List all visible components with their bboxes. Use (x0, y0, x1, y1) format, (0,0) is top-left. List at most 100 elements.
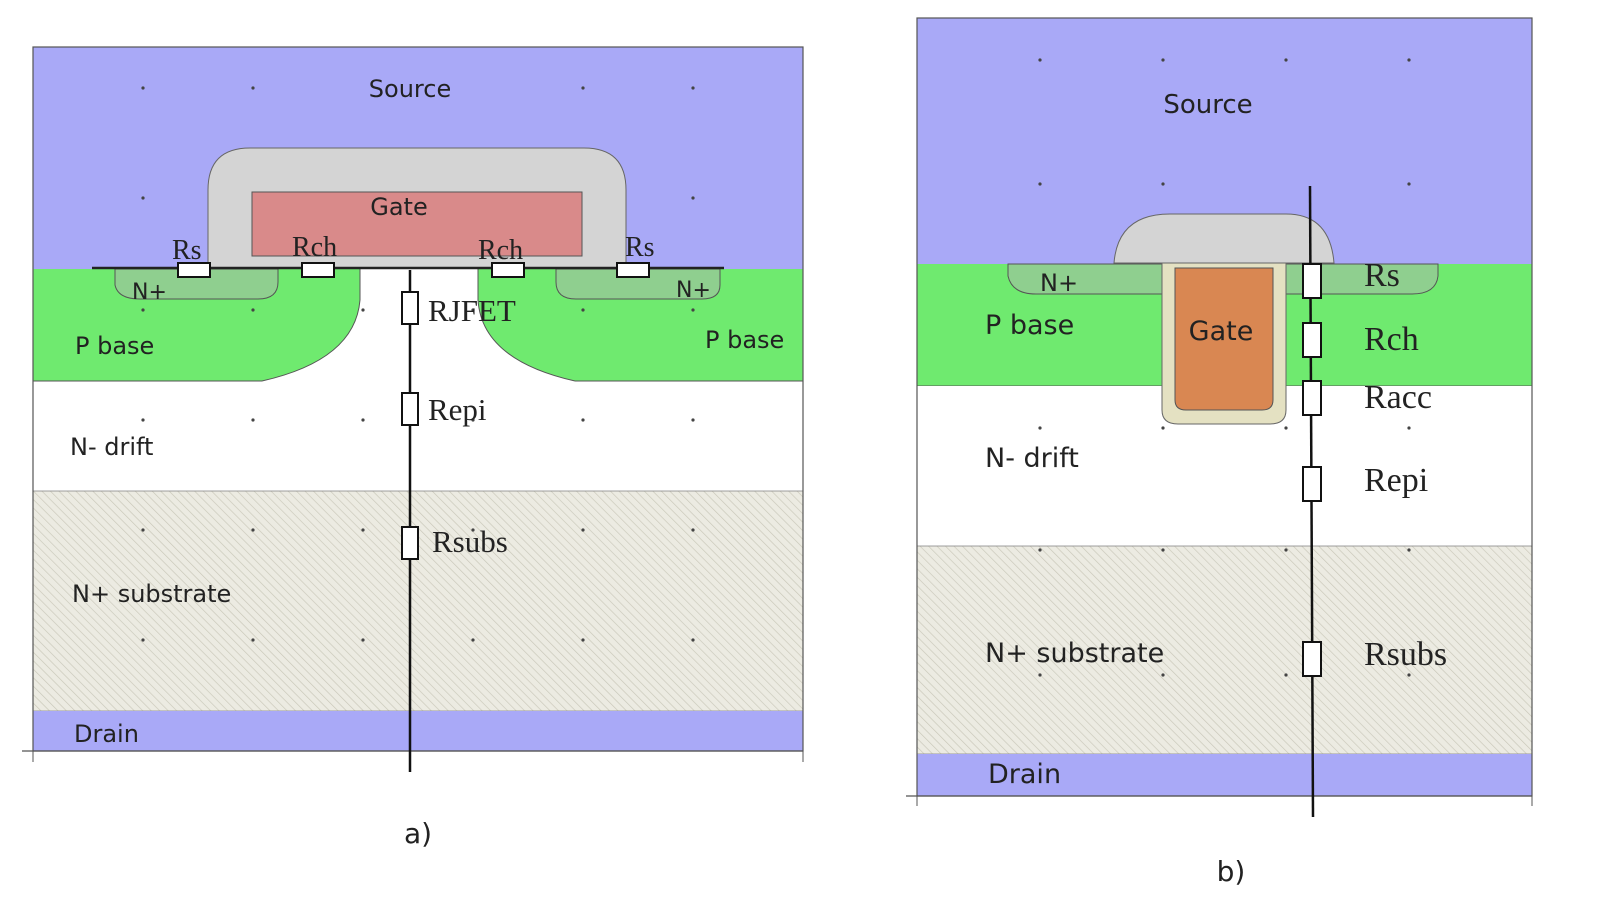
mesh-dot (1407, 182, 1411, 186)
mesh-dot (1284, 673, 1288, 677)
mesh-dot (1407, 58, 1411, 62)
a-n-plus-left-label: N+ (132, 280, 167, 305)
a-rs-right-label: Rs (625, 232, 655, 263)
a-p-base-left-label: P base (75, 332, 154, 360)
mesh-dot (691, 418, 695, 422)
mesh-dot (1161, 673, 1165, 677)
b-oxide-cap (1113, 213, 1335, 264)
b-caption: b) (1217, 855, 1246, 888)
a-p-base-right-edge (477, 269, 576, 382)
b-racc-label: Racc (1364, 379, 1432, 416)
mesh-dot (581, 528, 585, 532)
a-gate-label: Gate (370, 193, 427, 221)
a-source-label: Source (369, 75, 451, 103)
a-rs-left-label: Rs (172, 235, 202, 266)
a-n-substrate-label: N+ substrate (72, 580, 231, 608)
b-n-plus-left-well (1007, 263, 1163, 295)
a-repi-label: Repi (428, 392, 487, 427)
a-n-plus-right-well (555, 268, 721, 300)
a-rch-right-resistor (491, 262, 525, 278)
b-gate-label: Gate (1189, 316, 1254, 347)
mesh-dot (581, 638, 585, 642)
mesh-dot (1038, 182, 1042, 186)
mesh-dot (141, 418, 145, 422)
mesh-dot (1407, 673, 1411, 677)
a-drain-label: Drain (74, 720, 139, 748)
b-drain-label: Drain (988, 759, 1061, 790)
mesh-dot (1161, 182, 1165, 186)
mesh-dot (141, 86, 145, 90)
a-rch-left-resistor (301, 262, 335, 278)
b-source-label: Source (1163, 90, 1252, 120)
a-rch-left-label: Rch (292, 232, 337, 263)
b-rch-label: Rch (1364, 321, 1419, 358)
b-p-base-label: P base (985, 310, 1074, 341)
mesh-dot (581, 418, 585, 422)
mesh-dot (251, 418, 255, 422)
b-rsubs-label: Rsubs (1364, 636, 1447, 673)
a-p-base-right-label: P base (705, 326, 784, 354)
mesh-dot (581, 308, 585, 312)
mesh-dot (1407, 426, 1411, 430)
b-n-plus-label: N+ (1040, 269, 1078, 297)
a-n-drift-label: N- drift (70, 433, 153, 461)
a-n-plus-right-label: N+ (676, 278, 711, 303)
b-repi-label: Repi (1364, 462, 1428, 499)
mesh-dot (471, 528, 475, 532)
a-repi-resistor (401, 392, 419, 426)
mesh-dot (471, 638, 475, 642)
mesh-dot (471, 418, 475, 422)
mesh-dot (1038, 548, 1042, 552)
a-mesh-dots (141, 86, 695, 642)
mesh-dot (361, 308, 365, 312)
mesh-dot (1038, 426, 1042, 430)
a-n-plus-left-well (114, 268, 279, 300)
mesh-dot (361, 528, 365, 532)
a-rsubs-label: Rsubs (432, 524, 508, 559)
b-rch-resistor (1302, 322, 1322, 358)
panel-a-planar-mosfet: Source Gate N+ N+ P base P base N- drift… (22, 46, 804, 850)
a-gate-poly (251, 191, 583, 257)
a-rjfet-label: RJFET (428, 293, 516, 328)
mesh-dot (1284, 426, 1288, 430)
b-trench-gate (1174, 267, 1274, 411)
mesh-dot (141, 196, 145, 200)
b-racc-resistor (1302, 380, 1322, 416)
mesh-dot (1284, 58, 1288, 62)
b-repi-resistor (1302, 466, 1322, 502)
mesh-dot (1161, 548, 1165, 552)
a-drain-metal (33, 711, 803, 751)
b-drain-metal (917, 754, 1532, 796)
mesh-dot (361, 638, 365, 642)
mesh-dot (1038, 58, 1042, 62)
b-rs-label: Rs (1364, 257, 1400, 294)
panel-b-trench-mosfet: Source Gate N+ P base N- drift N+ substr… (906, 17, 1533, 888)
a-rs-right-resistor (616, 262, 650, 278)
a-rs-left-resistor (177, 262, 211, 278)
mesh-dot (251, 86, 255, 90)
mesh-dot (1161, 58, 1165, 62)
mesh-dot (1038, 673, 1042, 677)
b-n-substrate-region (916, 545, 1533, 755)
a-rjfet-resistor (401, 291, 419, 325)
a-caption: a) (404, 817, 432, 850)
mesh-dot (691, 638, 695, 642)
b-rs-resistor (1302, 263, 1322, 299)
mesh-dot (691, 86, 695, 90)
a-rch-right-label: Rch (478, 235, 523, 266)
mesh-dot (581, 86, 585, 90)
b-n-substrate-label: N+ substrate (985, 638, 1164, 669)
b-n-drift-label: N- drift (985, 443, 1079, 474)
mesh-dot (691, 196, 695, 200)
mesh-dot (471, 308, 475, 312)
mesh-dot (691, 308, 695, 312)
mesh-dot (251, 528, 255, 532)
mesh-dot (1161, 426, 1165, 430)
b-n-plus-right-well (1283, 263, 1439, 295)
a-rsubs-resistor (401, 526, 419, 560)
mesh-dot (1284, 548, 1288, 552)
mesh-dot (1407, 548, 1411, 552)
b-mesh-dots (1038, 58, 1411, 677)
a-p-base-left-edge (261, 269, 361, 382)
